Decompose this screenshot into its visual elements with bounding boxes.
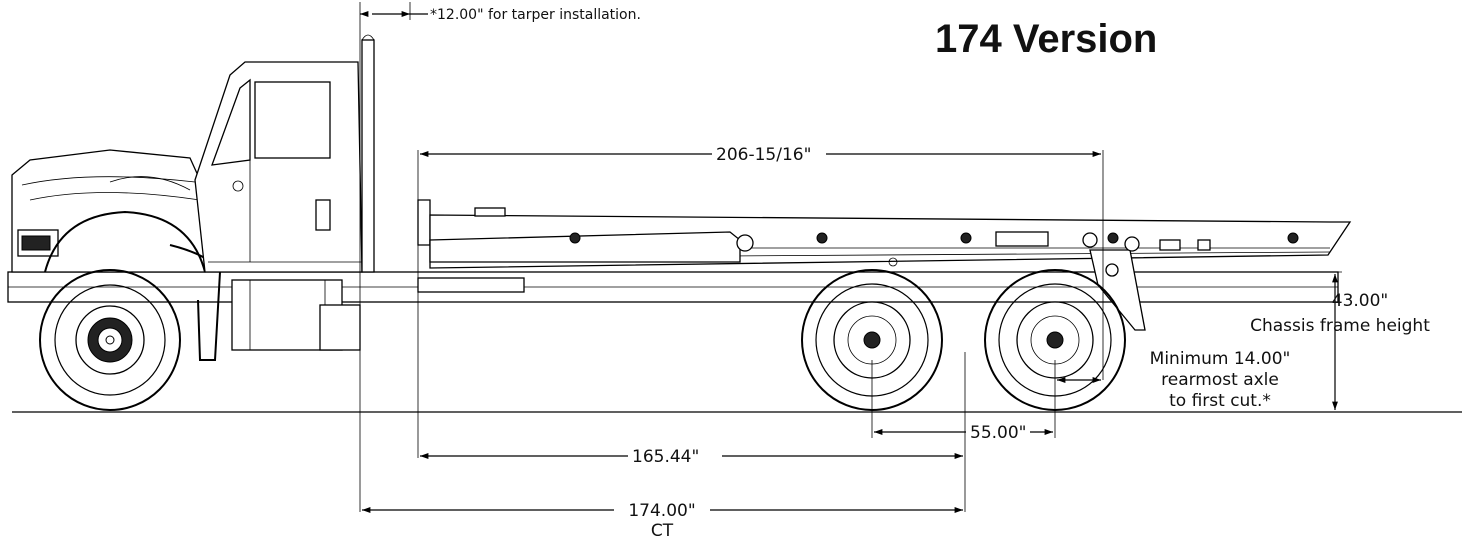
rolloff-body xyxy=(417,199,1352,331)
ct-value: 174.00" xyxy=(628,501,695,521)
min-cut-line2: rearmost axle xyxy=(1161,370,1279,390)
frame-height-value: 43.00" xyxy=(1332,291,1389,311)
body-to-axle-label: 165.44" xyxy=(632,447,699,467)
truck-hood xyxy=(11,149,222,361)
body-length-dimension xyxy=(417,150,1104,458)
ct-label: CT xyxy=(651,521,674,541)
frame-height-dimension xyxy=(1140,271,1342,410)
min-cut-line3: to first cut.* xyxy=(1169,391,1271,411)
fuel-tank xyxy=(231,279,361,351)
body-length-label: 206-15/16" xyxy=(716,145,811,165)
exhaust-stack xyxy=(361,34,375,273)
tarper-note: *12.00" for tarper installation. xyxy=(430,7,641,23)
truck-cab xyxy=(194,61,363,273)
tarper-dimension xyxy=(359,2,428,512)
frame-height-label: Chassis frame height xyxy=(1250,316,1430,336)
page-title: 174 Version xyxy=(935,17,1157,61)
tandem-label: 55.00" xyxy=(970,423,1027,443)
min-cut-line1: Minimum 14.00" xyxy=(1150,349,1291,369)
front-wheel xyxy=(39,269,181,411)
tandem-dimension xyxy=(871,360,1056,438)
